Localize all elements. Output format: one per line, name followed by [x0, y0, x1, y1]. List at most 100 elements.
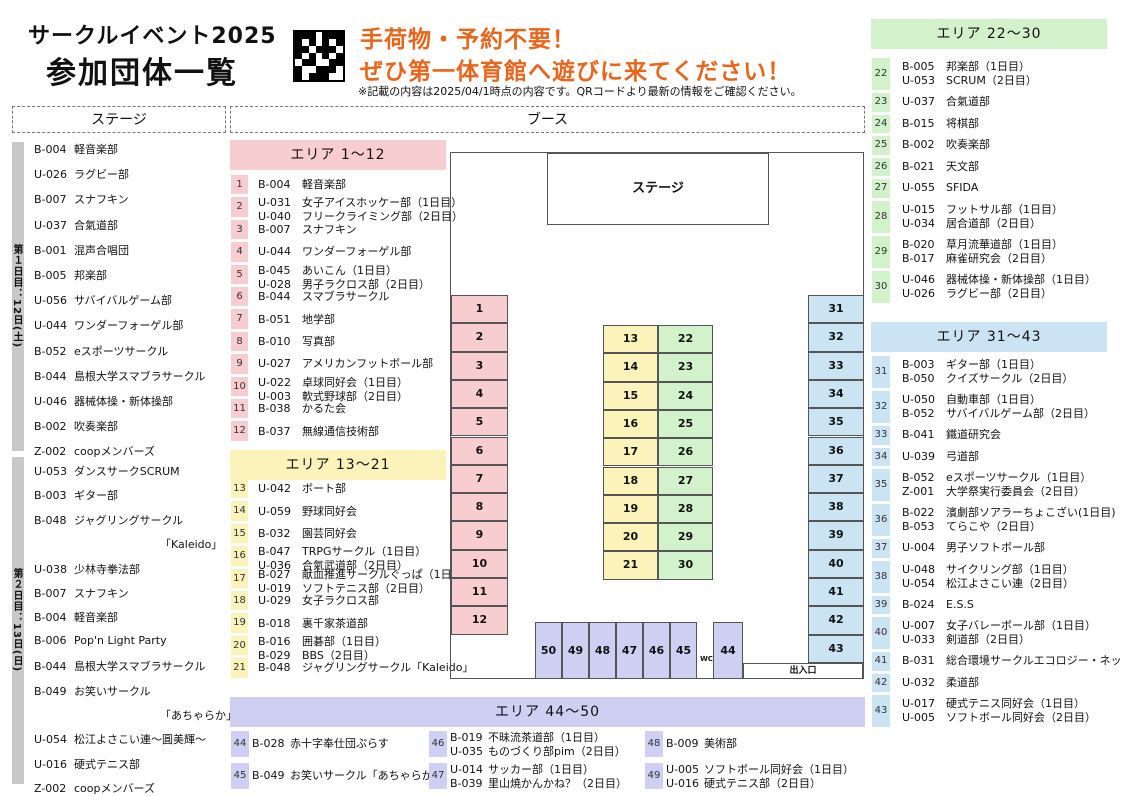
map-booth[interactable]: 12: [451, 606, 508, 635]
map-booth[interactable]: 23: [658, 353, 713, 382]
map-booth[interactable]: 38: [808, 493, 864, 522]
map-booth[interactable]: 1: [451, 295, 508, 324]
map-booth[interactable]: 19: [603, 494, 658, 524]
stage-code: B-003: [34, 489, 67, 503]
map-booth[interactable]: 43: [808, 634, 864, 663]
entry-name: 器械体操・新体操部（1日目）: [946, 272, 1096, 286]
map-booth[interactable]: 25: [658, 409, 713, 439]
entry-code: U-044: [258, 245, 292, 259]
map-booth[interactable]: 27: [658, 466, 713, 495]
map-booth[interactable]: 22: [658, 325, 713, 354]
map-booth[interactable]: 9: [451, 521, 508, 550]
stage-name: 少林寺拳法部: [74, 562, 140, 576]
map-booth[interactable]: 26: [658, 438, 713, 467]
map-booth[interactable]: 24: [658, 381, 713, 410]
title-line1: サークルイベント2025: [28, 24, 277, 49]
entry-code: U-034: [902, 216, 936, 230]
qr-code-icon[interactable]: [293, 30, 345, 82]
map-booth[interactable]: 30: [658, 551, 713, 580]
map-booth[interactable]: 13: [603, 325, 658, 354]
stage-code: B-004: [34, 143, 67, 156]
entry-name: あいこん（1日目）: [302, 263, 397, 277]
map-booth[interactable]: 33: [808, 351, 864, 380]
area-booth-number: 48: [645, 731, 663, 757]
map-booth[interactable]: 50: [535, 622, 562, 679]
entry-code: B-031: [902, 654, 935, 667]
update-note: ※記載の内容は2025/04/1時点の内容です。QRコードより最新の情報をご確認…: [358, 85, 802, 98]
map-booth[interactable]: 17: [603, 438, 658, 467]
map-booth[interactable]: 2: [451, 323, 508, 352]
map-booth[interactable]: 20: [603, 523, 658, 552]
map-booth[interactable]: 28: [658, 494, 713, 524]
map-booth[interactable]: 14: [603, 353, 658, 382]
map-booth[interactable]: 5: [451, 408, 508, 437]
entry-name: ギター部（1日目）: [946, 358, 1041, 371]
map-booth[interactable]: 8: [451, 493, 508, 522]
stage-name: 島根大学スマブラサークル: [74, 660, 206, 674]
map-booth[interactable]: 4: [451, 379, 508, 409]
map-booth[interactable]: 10: [451, 549, 508, 578]
map-booth[interactable]: 11: [451, 578, 508, 607]
entry-name: フットサル部（1日目）: [946, 202, 1063, 216]
entry-code: U-033: [902, 633, 936, 646]
map-booth[interactable]: 42: [808, 606, 864, 635]
map-booth[interactable]: 36: [808, 436, 864, 465]
entry-code: U-040: [258, 210, 292, 224]
map-booth[interactable]: 3: [451, 351, 508, 380]
entry-name: 居合道部（2日目）: [946, 216, 1041, 230]
map-booth[interactable]: 49: [562, 622, 589, 679]
entry-code: B-039: [450, 777, 483, 790]
entry-name: ジャグリングサークル「Kaleido」: [302, 661, 474, 675]
map-booth[interactable]: 48: [589, 622, 616, 679]
map-booth[interactable]: 29: [658, 523, 713, 552]
map-booth[interactable]: 37: [808, 464, 864, 494]
stage-code: U-056: [34, 294, 68, 308]
entry-name: 女子アイスホッケー部（1日目）: [302, 196, 463, 210]
map-booth[interactable]: 21: [603, 551, 658, 580]
map-booth[interactable]: 7: [451, 464, 508, 494]
entry-code: U-016: [666, 777, 700, 790]
map-booth[interactable]: 32: [808, 323, 864, 352]
map-booth[interactable]: 46: [643, 622, 670, 679]
map-booth[interactable]: 15: [603, 381, 658, 410]
map-booth[interactable]: 18: [603, 466, 658, 495]
entry-name: 軽音楽部: [302, 178, 346, 192]
stage-item: 「あちゃらか」: [160, 707, 237, 723]
entry-name: 剣道部（2日目）: [946, 633, 1030, 646]
map-booth[interactable]: 44: [713, 622, 743, 679]
map-booth[interactable]: 31: [808, 295, 864, 324]
entry-name: 不昧流茶道部（1日目）: [488, 731, 605, 744]
map-booth[interactable]: 40: [808, 549, 864, 578]
map-booth[interactable]: 41: [808, 578, 864, 607]
map-booth[interactable]: 47: [616, 622, 643, 679]
map-booth[interactable]: 34: [808, 379, 864, 409]
entry-code: B-044: [258, 290, 291, 304]
slogan-line2: ぜひ第一体育館へ遊びに来てください！: [360, 59, 792, 85]
entry-code: U-032: [902, 675, 936, 689]
entry-name: てらこや（2日目）: [946, 520, 1041, 533]
map-booth[interactable]: 35: [808, 408, 864, 437]
entry-code: B-005: [902, 60, 935, 73]
entry-name: 合氣武道部（2日目）: [302, 559, 408, 573]
map-booth[interactable]: 16: [603, 409, 658, 439]
map-booth[interactable]: 6: [451, 436, 508, 465]
map-booth[interactable]: 45: [670, 622, 697, 679]
area-booth-number: 22: [872, 58, 890, 90]
entry-name: ワンダーフォーゲル部: [302, 245, 412, 259]
entry-name: 松江よさこい連（2日目）: [946, 576, 1074, 590]
entry-name: お笑いサークル「あちゃらか」: [290, 769, 444, 782]
entry-name: クイズサークル（2日目）: [946, 372, 1074, 385]
map-booth[interactable]: 39: [808, 521, 864, 550]
